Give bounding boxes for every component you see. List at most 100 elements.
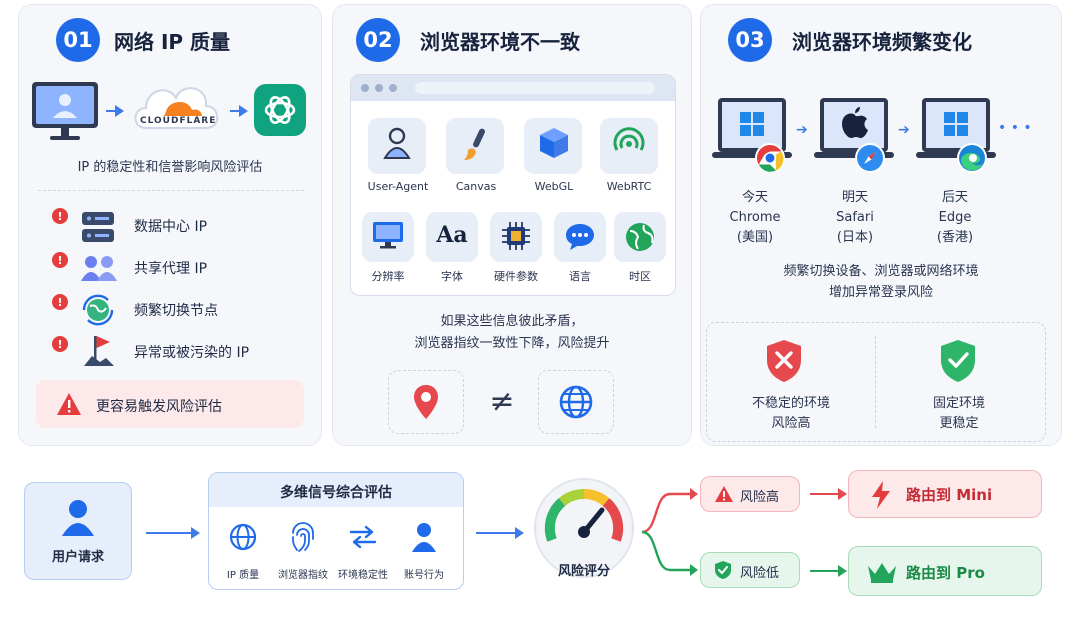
region-label: (日本) [836,230,874,245]
warning-triangle-icon [57,393,81,415]
arrow-to-score [476,527,524,539]
panel3-caption-line2: 增加异常登录风险 [828,285,933,300]
browser-titlebar [351,75,675,101]
stable-label-line1: 固定环境 [932,396,985,411]
server-icon [82,212,114,242]
panel1-caption: IP 的稳定性和信誉影响风险评估 [77,160,263,175]
cloudflare-label: CLOUDFLARE [140,116,217,126]
cloudflare-cloud-icon [134,87,219,129]
user-request-label: 用户请求 [51,550,104,565]
panel2-caption-line2: 浏览器指纹一致性下降，风险提升 [414,336,610,351]
branch-connector [641,488,698,576]
location-box [388,370,464,434]
alert-icon: ! [52,294,68,310]
panel1-badge: 01 [56,18,100,62]
users-icon [81,256,117,281]
risk-item-label: 共享代理 IP [134,261,208,277]
region-label: (美国) [736,230,774,245]
high-risk-pill [700,476,800,512]
flag-icon [84,336,114,366]
arrow-to-day2: ➔ [796,122,808,138]
cube-icon [540,128,568,158]
safari-icon [855,143,885,173]
warning-text: 更容易触发风险评估 [96,399,222,415]
user-icon [412,523,436,552]
tile-label: 字体 [441,270,463,283]
compare-divider [875,336,876,428]
arrow-to-mini-head [838,488,847,500]
user-icon [383,127,411,159]
tile-label: 语言 [569,270,591,283]
browser-label: Safari [836,210,874,225]
signal-icon [613,127,645,151]
mac-laptop-icon [814,98,894,158]
panel-ip-quality [18,4,322,446]
address-bar [415,82,655,94]
tile-label: 分辨率 [371,270,405,283]
panel2-title: 浏览器环境不一致 [420,30,580,54]
tile-label: Canvas [455,180,497,193]
browser-label: Edge [938,210,972,225]
stability-compare-box [706,322,1046,442]
arrow-to-pro [810,570,842,572]
lightning-icon [872,481,890,509]
warning-triangle-icon [715,486,733,502]
tile-label: 时区 [629,270,651,283]
panel-env-change [700,4,1062,446]
tile-font [426,212,478,262]
chip-icon [502,222,530,250]
risk-item-label: 数据中心 IP [134,219,208,235]
risk-score-label: 风险评分 [557,564,610,579]
route-mini-label: 路由到 Mini [906,486,993,504]
panel2-badge: 02 [356,18,400,62]
alert-icon: ! [52,252,68,268]
risk-item-label: 频繁切换节点 [134,303,218,319]
arrow-to-eval [146,527,200,539]
swap-arrows-icon [349,525,377,549]
shield-x-icon [767,340,801,382]
location-pin-icon [414,385,438,419]
edge-icon [957,143,987,173]
tile-user-agent [368,118,426,174]
signal-label: 账号行为 [404,570,444,581]
tile-label: WebRTC [606,180,652,193]
fingerprint-icon [292,522,314,552]
arrow-to-mini [810,493,842,495]
windows-laptop-icon [916,98,996,158]
brush-icon [464,128,485,160]
unstable-label-line2: 风险高 [771,416,811,431]
crown-icon [868,563,896,583]
multi-eval-header [209,473,463,507]
monitor-icon [373,222,403,249]
panel1-divider [38,190,304,191]
arrow-to-openai [230,105,248,117]
day-label: 今天 [741,190,768,205]
route-pro-label: 路由到 Pro [906,564,985,582]
signal-label: IP 质量 [226,570,260,581]
signal-label: 浏览器指纹 [278,570,328,581]
low-risk-label: 风险低 [740,566,780,581]
day-label: 后天 [941,190,968,205]
warning-banner [36,380,304,428]
user-icon [62,500,94,536]
chat-icon [566,224,594,250]
arrow-to-cloudflare [106,105,124,117]
risk-gauge-icon [534,478,634,578]
arrow-to-pro-head [838,565,847,577]
globe-icon [229,523,257,551]
panel2-caption-line1: 如果这些信息彼此矛盾， [440,314,584,329]
high-risk-label: 风险高 [740,490,780,505]
signal-label: 环境稳定性 [338,570,388,581]
browser-label: Chrome [729,210,781,225]
shield-check-icon [941,340,975,382]
day-label: 明天 [841,190,868,205]
not-equal-sign: ≠ [489,384,515,419]
globe-icon [626,223,654,251]
alert-icon: ! [52,208,68,224]
panel3-title: 浏览器环境频繁变化 [792,30,972,54]
font-icon: Aa [436,222,468,248]
region-label: (香港) [936,230,974,245]
globe-cycle-icon [82,294,114,326]
globe-icon [559,385,593,419]
tile-label: User-Agent [367,180,429,193]
